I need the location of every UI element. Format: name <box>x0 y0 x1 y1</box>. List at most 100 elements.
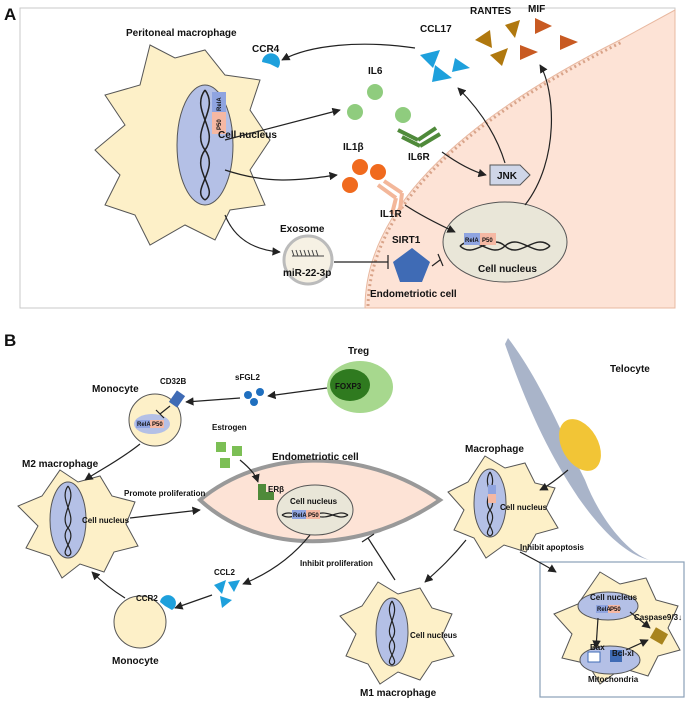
rela-tag-a <box>212 92 226 114</box>
arrow-macrophage-to-inset <box>519 551 557 573</box>
il6-label: IL6 <box>368 66 383 77</box>
il1b-molecule-3 <box>342 177 358 193</box>
il1r-receptor <box>376 179 404 215</box>
panel-b-letter: B <box>4 331 16 350</box>
p50-tag-inset <box>608 605 620 613</box>
telocyte-cell <box>505 338 650 560</box>
bax-label: Bax <box>590 643 605 652</box>
mif-molecule-3 <box>520 45 538 60</box>
estrogen-molecule-2 <box>232 446 242 456</box>
endometriotic-cell-a <box>364 9 676 309</box>
endometriotic-cell-label-a: Endometriotic cell <box>370 289 457 300</box>
macrophage-label: Macrophage <box>465 444 524 455</box>
panel-a-letter: A <box>4 5 16 24</box>
arrow-m2-to-endo <box>129 506 201 519</box>
p50-label-a: P50 <box>217 119 223 130</box>
arrow-monocyte-to-m2-bottom <box>91 571 126 599</box>
cd32b-receptor <box>168 390 186 408</box>
rela-label-a: RelA <box>217 97 223 111</box>
bcl-protein <box>610 650 622 662</box>
estrogen-molecule-3 <box>220 458 230 468</box>
dna-helix-a2 <box>199 89 211 201</box>
p50-tag-a <box>212 112 226 134</box>
sirt1-label: SIRT1 <box>392 235 421 246</box>
arrow-endo-to-ccl2 <box>242 534 311 586</box>
inhibit-exosome-to-sirt1 <box>334 255 389 269</box>
telocyte-nucleus <box>559 419 601 471</box>
erb-receptor <box>258 484 274 500</box>
arrow-nucleus-to-caspase <box>629 611 651 629</box>
rela-tag-endo-b <box>292 510 306 519</box>
mif-label: MIF <box>528 4 545 15</box>
ccl2-molecule-1 <box>214 580 226 594</box>
m2-nucleus <box>49 481 87 559</box>
rantes-molecule-2 <box>505 20 520 38</box>
arrow-monocyte-to-m2 <box>84 443 141 481</box>
il6-molecule-2 <box>347 104 363 120</box>
rela-tag-mac <box>488 485 496 494</box>
il1b-molecule-2 <box>370 164 386 180</box>
mitochondria-label: Mitochondria <box>588 675 639 684</box>
inset-nucleus-label: Cell nucleus <box>590 593 638 602</box>
mif-molecule-2 <box>560 35 578 50</box>
bcl-label: Bcl-xl <box>612 649 634 658</box>
bax-protein <box>587 651 601 663</box>
endometriotic-nucleus-a <box>442 201 568 283</box>
ccl17-molecule-1 <box>420 50 440 68</box>
exosome-label: Exosome <box>280 224 325 235</box>
rantes-label: RANTES <box>470 6 511 17</box>
arrow-jnk-to-ccl17 <box>457 87 506 164</box>
rela-tag-inset <box>596 605 608 613</box>
telocyte-label: Telocyte <box>610 364 650 375</box>
arrow-nucleus-to-il1b <box>224 169 338 181</box>
arrow-telocyte-to-macrophage <box>539 469 569 491</box>
il6r-label: IL6R <box>408 152 430 163</box>
promote-proliferation-label: Promote proliferation <box>124 489 205 498</box>
ccl17-molecule-3 <box>452 58 470 72</box>
caspase-label: Caspase9/3↓ <box>634 613 682 622</box>
erb-label: ERβ <box>268 485 284 494</box>
m1-nucleus-label: Cell nucleus <box>410 631 458 640</box>
cell-nucleus-label-a: Cell nucleus <box>218 130 277 141</box>
peritoneal-macrophage-label: Peritoneal macrophage <box>126 28 237 39</box>
estrogen-molecule-1 <box>216 442 226 452</box>
dna-helix-endo-a2 <box>459 241 551 251</box>
p50-tag-mono <box>150 420 164 428</box>
ccr2-receptor <box>160 595 176 610</box>
m2-macrophage-label: M2 macrophage <box>22 459 99 470</box>
arrow-ccl2-to-monocyte <box>174 594 213 610</box>
treg-label: Treg <box>348 346 369 357</box>
foxp3-label: FOXP3 <box>335 382 362 391</box>
ccr4-label: CCR4 <box>252 44 280 55</box>
cell-nucleus-endo-label-a: Cell nucleus <box>478 264 537 275</box>
arrow-bcl-to-caspase <box>625 639 649 651</box>
sfgl2-molecule-1 <box>244 391 252 399</box>
sfgl2-molecule-3 <box>250 398 258 406</box>
p50-label-endo-a: P50 <box>482 238 493 244</box>
sirt1-protein <box>393 248 430 282</box>
inhibit-m1-to-endo <box>361 533 396 581</box>
arrow-ccl17-to-ccr4 <box>281 43 416 61</box>
rela-label-mono: RelA <box>137 422 151 428</box>
il1b-molecule-1 <box>352 159 368 175</box>
arrow-macrophage-to-m1 <box>424 539 467 583</box>
dna-helix-m2-2 <box>64 485 72 557</box>
jnk-label: JNK <box>497 171 518 182</box>
p50-label-mono: P50 <box>152 422 163 428</box>
arrow-nucleus-to-mif <box>524 64 553 206</box>
sfgl2-molecule-2 <box>256 388 264 396</box>
mif-molecule-1 <box>535 18 552 34</box>
p50-tag-mac <box>488 494 496 503</box>
il6-molecule-1 <box>367 84 383 100</box>
dna-helix-m1-2 <box>388 600 396 666</box>
rela-label-endo-a: RelA <box>465 238 479 244</box>
rela-label-inset: RelA <box>597 607 611 613</box>
ccl17-label: CCL17 <box>420 24 452 35</box>
m2-nucleus-label: Cell nucleus <box>82 516 130 525</box>
dna-helix-mac-2 <box>486 471 494 537</box>
rela-tag-endo-a <box>464 233 480 245</box>
rantes-molecule-3 <box>490 48 508 66</box>
rantes-molecule-1 <box>475 30 492 48</box>
il1r-label: IL1R <box>380 209 402 220</box>
